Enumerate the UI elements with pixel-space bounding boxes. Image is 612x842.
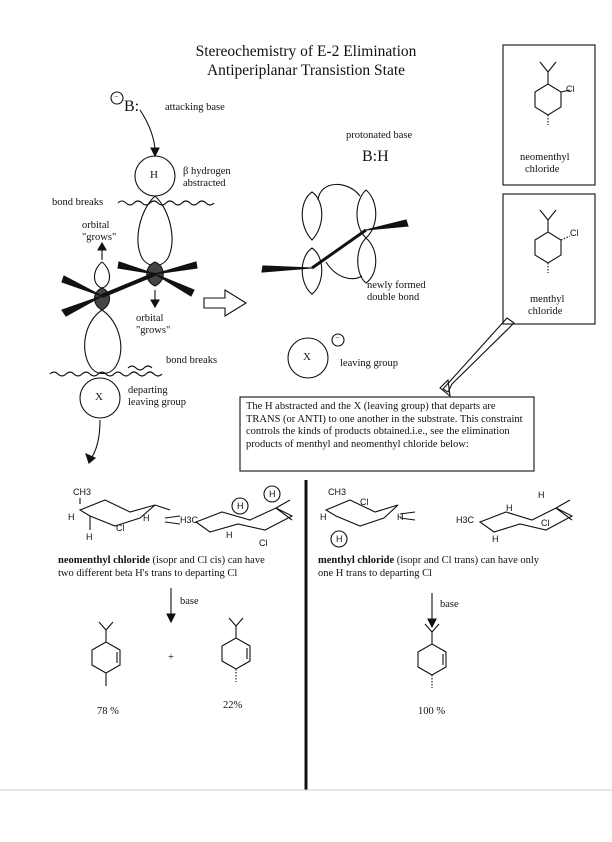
abstracted-label: abstracted <box>183 178 226 189</box>
neomenthyl-name-1: neomenthyl <box>520 152 570 163</box>
right-base-label: base <box>440 599 459 610</box>
right-cl-label-2: Cl <box>541 518 550 528</box>
reaction-arrow <box>203 289 248 317</box>
protonated-base-label: protonated base <box>346 130 413 141</box>
h-atom-label: H <box>150 169 158 181</box>
plus-sign: + <box>168 652 174 663</box>
menthyl-bold: menthyl chloride <box>318 555 395 566</box>
newly-formed-label: newly formed <box>367 280 426 291</box>
leaving-group-label: leaving group <box>128 397 187 408</box>
left-cl-label-2: Cl <box>259 538 268 548</box>
left-h-label-2: H <box>86 532 93 542</box>
menthyl-cl-label: Cl <box>570 228 579 238</box>
trans-note-text: The H abstracted and the X (leaving grou… <box>246 401 523 450</box>
orbital-grows-bottom-1: orbital <box>136 313 164 324</box>
bond-breaks-top-label: bond breaks <box>52 197 104 208</box>
title-line-2: Antiperiplanar Transistion State <box>206 62 406 79</box>
beta-hydrogen-label: β hydrogen <box>183 166 231 177</box>
wavy-bond-top <box>117 200 215 206</box>
x-leaving-circle <box>287 337 329 379</box>
right-h-label-3: H <box>506 503 513 513</box>
menthyl-name-2: chloride <box>528 306 563 317</box>
right-h-circled: H <box>336 534 343 544</box>
neomenthyl-name-2: chloride <box>525 164 560 175</box>
right-h-label-4: H <box>538 490 545 500</box>
right-ch3-label: CH3 <box>328 487 347 497</box>
wavy-bond-bottom <box>49 371 163 377</box>
left-base-label: base <box>180 596 199 607</box>
left-description-line-1: neomenthyl chloride (isopr and Cl cis) c… <box>58 555 265 567</box>
right-h-label-1: H <box>320 512 327 522</box>
orbital-grows-top-2: "grows" <box>82 232 117 243</box>
right-h3c-label: H3C <box>456 515 475 525</box>
bond-breaks-bottom-label: bond breaks <box>166 355 218 366</box>
orbital-grows-bottom-2: "grows" <box>136 325 171 336</box>
yield-78: 78 % <box>97 706 119 717</box>
neomenthyl-bold: neomenthyl chloride <box>58 555 150 566</box>
menthyl-name-1: menthyl <box>530 294 565 305</box>
left-description-line-2: two different beta H's trans to departin… <box>58 568 238 579</box>
left-h-label-1: H <box>68 512 75 522</box>
left-h-label-3: H <box>143 513 150 523</box>
base-minus-sign: − <box>114 92 119 101</box>
left-cl-label: Cl <box>116 523 125 533</box>
upper-orbital-lobe <box>137 195 173 267</box>
right-description-line-1: menthyl chloride (isopr and Cl trans) ca… <box>318 555 539 567</box>
title-line-1: Stereochemistry of E-2 Elimination <box>195 43 417 60</box>
x-atom-circle <box>79 377 121 419</box>
departing-label: departing <box>128 385 168 396</box>
yield-22: 22% <box>223 700 243 711</box>
leaving-group-right-label: leaving group <box>340 358 399 369</box>
double-bond-label: double bond <box>367 292 420 303</box>
orbital-grows-top-1: orbital <box>82 220 110 231</box>
left-small-lobe <box>93 261 111 289</box>
x-atom-label: X <box>95 391 103 403</box>
right-h-label-2: H <box>397 512 404 522</box>
neomenthyl-cl-label: Cl <box>566 84 575 94</box>
x-leaving-label: X <box>303 351 311 363</box>
left-h3c-label: H3C <box>180 515 199 525</box>
yield-100: 100 % <box>418 706 446 717</box>
right-h-label-5: H <box>492 534 499 544</box>
lower-orbital-lobe <box>84 309 122 375</box>
right-cl-label: Cl <box>360 497 369 507</box>
left-h-label-4: H <box>226 530 233 540</box>
x-minus-sign: − <box>335 333 340 342</box>
left-h-circled-2: H <box>269 489 276 499</box>
bh-label: B:H <box>362 148 389 165</box>
left-ch3-label: CH3 <box>73 487 92 497</box>
right-description-line-2: one H trans to departing Cl <box>318 568 433 579</box>
left-h-circled-1: H <box>237 501 244 511</box>
base-symbol: B: <box>124 98 140 115</box>
right-desc-rest: (isopr and Cl trans) can have only <box>394 555 540 566</box>
attacking-base-label: attacking base <box>165 102 225 113</box>
left-desc-rest: (isopr and Cl cis) can have <box>149 555 265 566</box>
